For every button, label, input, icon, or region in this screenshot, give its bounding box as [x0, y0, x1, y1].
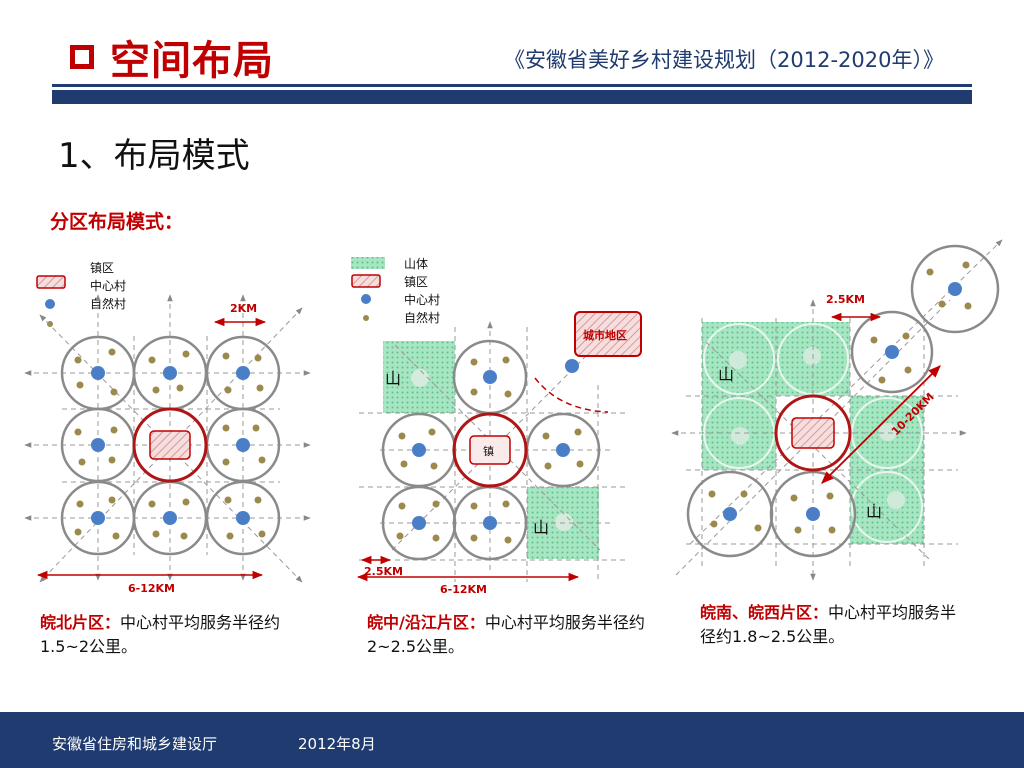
caption-south: 皖南、皖西片区：中心村平均服务半径约1.8~2.5公里。	[700, 601, 970, 649]
header-divider-thin	[52, 84, 972, 87]
legend-center-village-label: 中心村	[404, 292, 440, 307]
south-mountain-e	[850, 470, 924, 544]
caption-north: 皖北片区：中心村平均服务半径约1.5~2公里。	[40, 611, 310, 659]
footer-organization: 安徽省住房和城乡建设厅	[52, 735, 218, 753]
central-mountain-b-label: 山	[533, 518, 549, 537]
north-town-icon	[149, 430, 191, 460]
legend-mountain-swatch	[351, 257, 385, 269]
subsection-title: 分区布局模式：	[50, 211, 184, 233]
caption-central-text: 中心村平均服务半径约2~2.5公里。	[367, 613, 645, 656]
north-diagram: 镇区 中心村 自然村	[24, 261, 311, 595]
legend-center-village-icon	[45, 299, 55, 309]
legend-town-swatch	[351, 274, 381, 288]
legend-natural-village-label: 自然村	[404, 310, 440, 325]
caption-north-highlight: 皖北片区：	[40, 613, 121, 632]
title-block: 空间布局	[70, 30, 274, 84]
central-mountain-a-label: 山	[385, 369, 401, 388]
legend-town-label: 镇区	[90, 261, 114, 275]
central-dim-2-5km: 2.5KM	[364, 565, 403, 578]
legend-town-swatch	[36, 275, 66, 289]
caption-north-text: 中心村平均服务半径约1.5~2公里。	[40, 613, 281, 656]
legend-natural-village-icon	[363, 315, 369, 321]
central-dim-6-12km: 6-12KM	[440, 583, 487, 596]
south-town-icon	[791, 417, 835, 449]
caption-south-text: 中心村平均服务半径约1.8~2.5公里。	[700, 603, 957, 646]
city-area-label: 城市地区	[583, 328, 627, 342]
legend-town-label: 镇区	[404, 275, 428, 289]
legend-natural-village-label: 自然村	[90, 296, 126, 311]
north-dim-6-12km: 6-12KM	[128, 582, 175, 595]
document-subtitle: 《安徽省美好乡村建设规划（2012-2020年）》	[504, 48, 944, 72]
south-mountain-top-label: 山	[718, 365, 734, 384]
south-diagram: 山 山	[671, 239, 1003, 581]
central-town-icon	[469, 435, 511, 465]
south-mountain-bottom-label: 山	[866, 502, 882, 521]
north-legend: 镇区 中心村 自然村	[36, 261, 126, 327]
city-area-icon	[574, 311, 642, 357]
central-diagram: 山体 镇区 中心村 自然村 山 山	[351, 257, 642, 596]
legend-natural-village-icon	[47, 321, 53, 327]
caption-central-highlight: 皖中/沿江片区：	[367, 613, 485, 632]
north-dim-2km: 2KM	[230, 302, 257, 315]
page-title: 空间布局	[110, 38, 274, 84]
caption-central: 皖中/沿江片区：中心村平均服务半径约2~2.5公里。	[367, 611, 647, 659]
central-legend: 山体 镇区 中心村 自然村	[351, 257, 440, 325]
central-town-label: 镇	[483, 444, 494, 458]
caption-south-highlight: 皖南、皖西片区：	[700, 603, 829, 622]
legend-center-village-icon	[361, 294, 371, 304]
footer-date: 2012年8月	[298, 735, 376, 753]
legend-mountain-label: 山体	[404, 257, 428, 271]
square-bullet-icon	[70, 45, 94, 69]
section-title: 1、布局模式	[58, 136, 250, 176]
header-divider-thick	[52, 90, 972, 104]
south-dim-2-5km: 2.5KM	[826, 293, 865, 306]
footer-bar	[0, 712, 1024, 768]
city-boundary	[534, 377, 609, 413]
legend-center-village-label: 中心村	[90, 278, 126, 293]
